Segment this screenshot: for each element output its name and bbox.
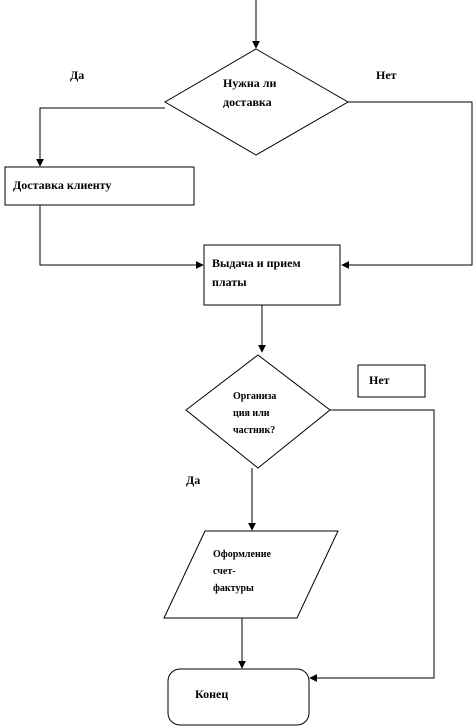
io-invoice-label: Оформление счет- фактуры — [213, 546, 303, 597]
decision-client-label: Организа ция или частник? — [233, 388, 293, 439]
process-delivery-shape — [4, 166, 195, 206]
process-delivery-label: Доставка клиенту — [13, 178, 112, 192]
no-label-1: Нет — [376, 68, 397, 82]
io-invoice-line3: фактуры — [213, 583, 254, 594]
terminal-end-shape — [167, 668, 310, 726]
io-invoice-shape — [163, 530, 339, 619]
process-issue-line2: платы — [212, 274, 247, 289]
terminal-end-label: Конец — [195, 687, 229, 701]
yes-label-2: Да — [186, 473, 201, 487]
decision-client-line3: частник? — [233, 425, 276, 436]
connector-no-issue — [341, 101, 473, 269]
process-issue-shape — [203, 244, 341, 306]
connector-delivery-issue — [39, 205, 204, 269]
decision-delivery-line2: доставка — [223, 94, 272, 109]
io-invoice-line2: счет- — [213, 566, 236, 577]
io-invoice-line1: Оформление — [213, 549, 271, 560]
process-issue-line1: Выдача и прием — [212, 256, 301, 270]
no-label-box — [357, 364, 426, 398]
decision-delivery-shape — [164, 48, 350, 156]
decision-client-shape — [185, 354, 331, 469]
decision-delivery-line1: Нужна ли — [223, 76, 277, 90]
connector-yes-delivery — [36, 107, 165, 167]
yes-label-1: Да — [70, 68, 85, 82]
no-label-2: Нет — [369, 373, 390, 387]
decision-client-line1: Организа — [233, 391, 277, 402]
process-issue-label: Выдача и прием платы — [212, 254, 338, 291]
decision-delivery-label: Нужна ли доставка — [223, 74, 303, 111]
connector-no-end — [309, 409, 435, 682]
decision-client-line2: ция или — [233, 408, 270, 419]
